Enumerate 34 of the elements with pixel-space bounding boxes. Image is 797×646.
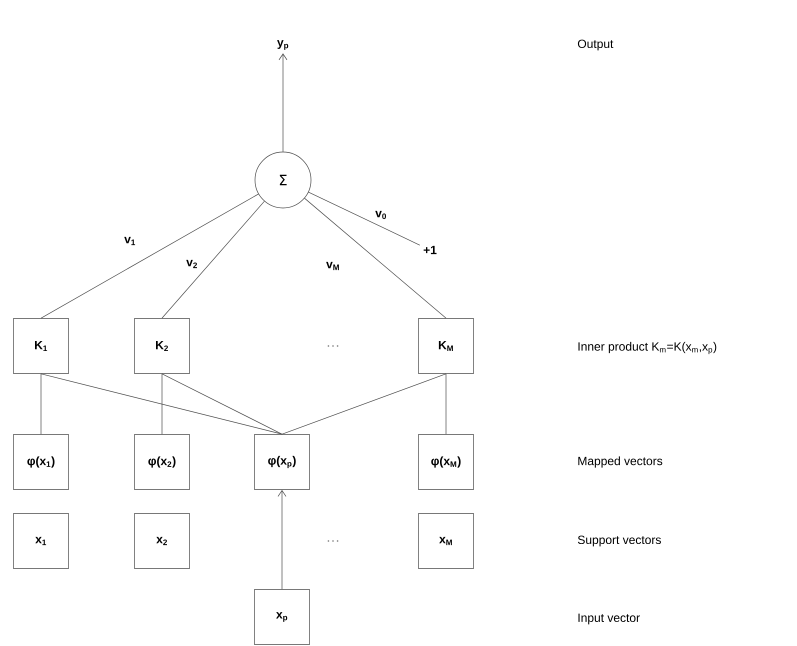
ellipsis: … — [328, 540, 338, 542]
connector-line — [40, 194, 259, 318]
vector-box: x$_{1}$ — [13, 513, 69, 569]
layer-label: Output — [578, 40, 614, 50]
vector-box: K$_{2}$ — [134, 318, 190, 374]
vector-box: K$_{1}$ — [13, 318, 69, 374]
edge-label: v$_{1}$ — [124, 236, 136, 246]
node-label: +1 — [424, 246, 436, 254]
layer-label: Input vector — [578, 614, 640, 624]
edge-label: v$_{2}$ — [186, 260, 197, 268]
connector-line — [282, 374, 446, 434]
connector-line — [162, 374, 282, 434]
vector-box: x$_{p}$ — [254, 589, 310, 645]
layer-label: Mapped vectors — [578, 456, 662, 468]
ellipsis: … — [328, 345, 338, 347]
connector-line — [162, 200, 265, 318]
arrow — [278, 490, 286, 590]
vector-box: K$_{M}$ — [418, 318, 474, 374]
vector-box: φ(x$_{1}$) — [13, 434, 69, 490]
vector-box: x$_{M}$ — [418, 513, 474, 569]
connector-line — [304, 198, 446, 318]
vector-box: x$_{2}$ — [134, 513, 190, 569]
vector-box: φ(x$_{M}$) — [418, 434, 474, 490]
edge-label: v$_{0}$ — [375, 210, 386, 220]
layer-label: Inner product K$_{m}$=K(x$_{m}$,x$_{p}$) — [578, 342, 716, 354]
connector-line — [40, 374, 42, 434]
edge-label: v$_{M}$ — [326, 262, 339, 270]
vector-box: φ(x$_{2}$) — [134, 434, 190, 490]
layer-label: Support vectors — [578, 536, 661, 546]
connector-line — [308, 192, 420, 246]
node-label: y$_{p}$ — [277, 40, 288, 50]
arrow — [278, 53, 288, 152]
connector-line — [40, 374, 282, 434]
vector-box: φ(x$_{p}$) — [254, 434, 310, 490]
